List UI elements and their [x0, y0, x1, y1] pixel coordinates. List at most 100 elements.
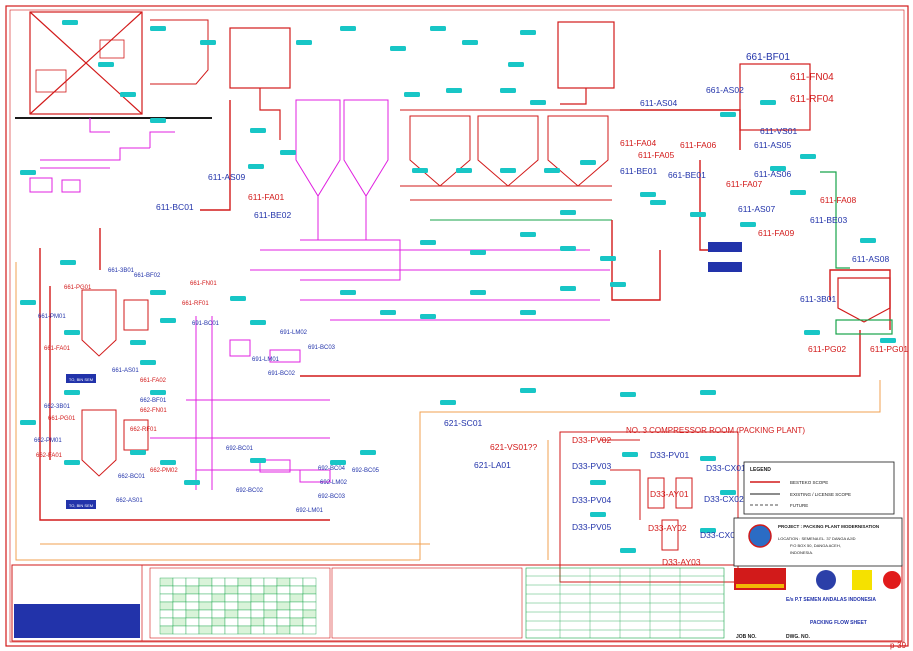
spec-cell [198, 577, 213, 587]
tag-bubble [560, 210, 576, 215]
tag-bubble [130, 450, 146, 455]
spec-cell [250, 609, 265, 619]
spec-cell [224, 601, 239, 611]
spec-cell [250, 617, 265, 627]
notes-box [14, 604, 140, 638]
tag-bubble [360, 450, 376, 455]
tag-611-as05: 611-AS05 [754, 140, 791, 150]
packer-hoppers [400, 109, 620, 221]
tag-bubble [544, 168, 560, 173]
tag-bubble [560, 286, 576, 291]
tag-661-pg01: 661-PG01 [64, 285, 92, 291]
spec-cell [185, 585, 200, 595]
equipment-tags: 661-BF01 611-FN04 611-RF04 611-AS04 661-… [34, 52, 908, 567]
tag-692-bc02: 692-BC02 [236, 488, 264, 494]
tag-621-vs01: 621-VS01?? [490, 442, 538, 452]
spec-cell [276, 577, 291, 587]
drawing-title: PACKING FLOW SHEET [810, 620, 867, 626]
cooling-section [29, 118, 175, 193]
spec-cell [211, 601, 226, 611]
tag-611-be01: 611-BE01 [620, 166, 657, 176]
tag-bubble [64, 460, 80, 465]
yellow-logo [852, 570, 872, 590]
tag-bubble [248, 164, 264, 169]
project-name: PROJECT : PACKING PLANT MODERNISATION [778, 524, 879, 529]
tag-691-lm02: 691-LM02 [280, 330, 308, 336]
tag-692-bc01: 692-BC01 [226, 446, 254, 452]
tag-621-sc01: 621-SC01 [444, 418, 483, 428]
spec-cell [159, 585, 174, 595]
legend: LEGEND BESTEKO SCOPE EXISTING / LICENSE … [743, 461, 895, 515]
legend-row-1: BESTEKO SCOPE [790, 480, 828, 485]
legend-row-3: FUTURE [790, 503, 808, 508]
tag-d33-pv01: D33-PV01 [650, 450, 689, 460]
tag-bubble [420, 314, 436, 319]
spec-cell [185, 593, 200, 603]
tag-bubble [120, 92, 136, 97]
sheet-inner-border [9, 9, 905, 643]
spec-cell [289, 617, 304, 627]
tag-661-3b01: 661-3B01 [108, 268, 135, 274]
spec-cell [276, 609, 291, 619]
blue-annotation-boxes: TO, BIN SEM TO, BIN SEM [66, 242, 742, 509]
tag-611-fa05: 611-FA05 [638, 150, 675, 160]
spec-cell [289, 577, 304, 587]
spec-cell [159, 625, 174, 635]
tag-bubble [590, 512, 606, 517]
spec-cell [263, 585, 278, 595]
tag-bubble [620, 392, 636, 397]
tag-621-la01: 621-LA01 [474, 460, 511, 470]
tag-bubble [700, 456, 716, 461]
main-conveying-lines [39, 100, 891, 521]
tag-662-fn01: 662-FN01 [140, 408, 167, 414]
owner-logo [816, 570, 836, 590]
spec-cell [237, 593, 252, 603]
note-box-2 [708, 262, 742, 272]
tag-611-bc01: 611-BC01 [156, 202, 194, 212]
to-bin-label-2: TO, BIN SEM [69, 503, 93, 508]
job-number: JOB NO. [736, 634, 757, 640]
spec-cell [237, 617, 252, 627]
tag-bubble [404, 92, 420, 97]
sheet-border [5, 5, 909, 647]
tag-bubble [456, 168, 472, 173]
tag-bubble [150, 290, 166, 295]
tag-691-bc01: 691-BC01 [192, 321, 220, 327]
owner-name: E/s P.T SEMEN ANDALAS INDONESIA [786, 597, 876, 603]
spec-cell [185, 601, 200, 611]
spec-cell [172, 593, 187, 603]
tag-611-rf04: 611-RF04 [790, 94, 834, 105]
tag-662-rf01: 662-RF01 [130, 427, 157, 433]
tag-662-bc01: 662-BC01 [118, 474, 146, 480]
spec-cell [276, 601, 291, 611]
spec-cell [237, 609, 252, 619]
tag-bubble [60, 260, 76, 265]
silos [150, 99, 610, 490]
tag-bubble [610, 282, 626, 287]
spec-cell [224, 577, 239, 587]
spec-cell [211, 593, 226, 603]
tag-bubble [520, 388, 536, 393]
tag-bubble [20, 300, 36, 305]
spec-cell [237, 601, 252, 611]
tag-661-rf01: 661-RF01 [182, 301, 209, 307]
tag-d33-ay02: D33-AY02 [648, 523, 687, 533]
drawing-number: DWG. NO. [786, 634, 810, 640]
tag-d33-cx02: D33-CX02 [704, 494, 744, 504]
tag-bubble [520, 310, 536, 315]
tag-bubble [620, 548, 636, 553]
spec-cell [172, 601, 187, 611]
tag-bubble [380, 310, 396, 315]
spec-cell [159, 593, 174, 603]
tag-662-bf01: 662-BF01 [140, 398, 167, 404]
tag-611-as09: 611-AS09 [208, 172, 245, 182]
tag-661-as01: 661-AS01 [112, 368, 139, 374]
to-bin-label-1: TO, BIN SEM [69, 377, 93, 382]
tag-bubble [280, 150, 296, 155]
tag-691-lm01: 691-LM01 [252, 357, 280, 363]
tag-bubble [650, 200, 666, 205]
spec-cell [172, 625, 187, 635]
tag-691-bc02: 691-BC02 [268, 371, 296, 377]
tag-611-fa01: 611-FA01 [248, 192, 285, 202]
tag-692-bc05: 692-BC05 [352, 468, 380, 474]
